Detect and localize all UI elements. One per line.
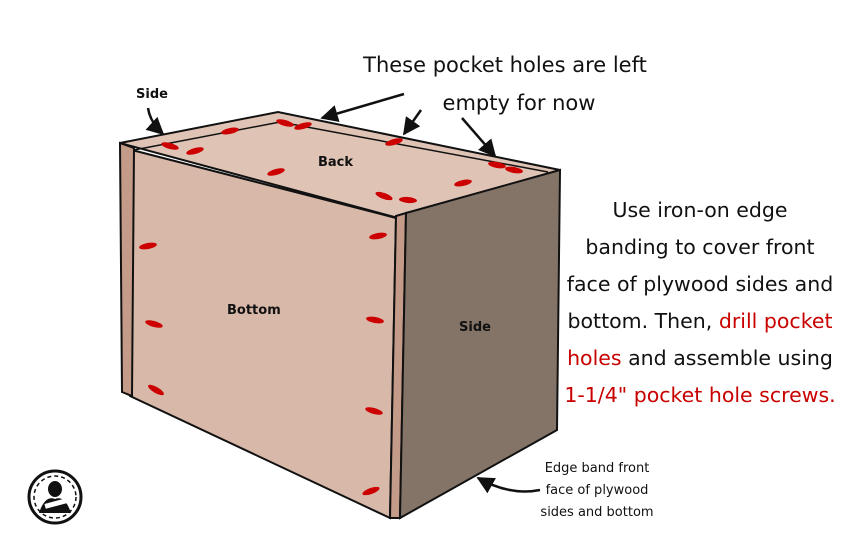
note-line: sides and bottom: [540, 505, 654, 520]
note-line: These pocket holes are left: [363, 53, 647, 77]
right-side-panel: [398, 168, 562, 520]
note-line: face of plywood sides and: [566, 272, 834, 296]
note-line: holes and assemble using: [560, 340, 840, 377]
pocket-hole: [399, 196, 417, 204]
pocket-hole: [362, 486, 380, 496]
label-bottom: Bottom: [227, 303, 281, 318]
pocket-hole: [276, 119, 294, 127]
arrow-top-mid: [402, 109, 423, 136]
pocket-hole: [385, 138, 403, 146]
highlight-text: holes: [567, 346, 622, 370]
pocket-hole: [139, 242, 157, 250]
label-side-top: Side: [136, 87, 168, 102]
pocket-hole: [294, 122, 312, 130]
pocket-hole: [365, 407, 383, 415]
highlight-text: drill pocket: [718, 309, 833, 333]
pocket-hole: [267, 168, 285, 176]
note-text: and assemble using: [628, 346, 833, 370]
pocket-hole: [375, 191, 393, 201]
note-line: bottom. Then, drill pocket: [560, 303, 840, 340]
arrow-edge-band: [476, 476, 541, 494]
highlight-text: 1-1/4" pocket hole screws.: [564, 383, 836, 407]
label-side-right: Side: [459, 320, 491, 335]
edge-band-front-note: Edge band front face of plywood sides an…: [512, 458, 682, 524]
arrow-top-left: [320, 92, 405, 122]
edge-banding-instructions: Use iron-on edge banding to cover front …: [560, 192, 840, 414]
pocket-hole: [186, 147, 204, 155]
note-line: Edge band front: [544, 461, 650, 476]
left-edge-strip: [118, 141, 136, 398]
note-line: face of plywood: [545, 483, 649, 498]
arrow-side-top: [145, 107, 165, 136]
note-line: banding to cover front: [585, 235, 815, 259]
pocket-hole: [505, 166, 523, 174]
pocket-hole: [488, 161, 506, 169]
pocket-holes: [139, 119, 523, 496]
note-line: empty for now: [442, 91, 596, 115]
pocket-hole: [454, 179, 472, 187]
pocket-hole: [221, 127, 239, 135]
callout-arrows: [145, 92, 541, 494]
label-back: Back: [318, 155, 353, 170]
pocket-hole: [145, 320, 163, 328]
arrow-top-right: [461, 117, 497, 158]
pocket-hole: [366, 316, 384, 324]
pocket-hole: [161, 142, 179, 150]
pocket-hole: [148, 384, 164, 396]
note-line: Use iron-on edge: [612, 198, 788, 222]
pocket-holes-note: These pocket holes are left empty for no…: [330, 46, 680, 122]
pocket-hole: [369, 232, 387, 240]
woodworker-logo-icon: [27, 469, 83, 525]
note-text: bottom. Then,: [567, 309, 713, 333]
